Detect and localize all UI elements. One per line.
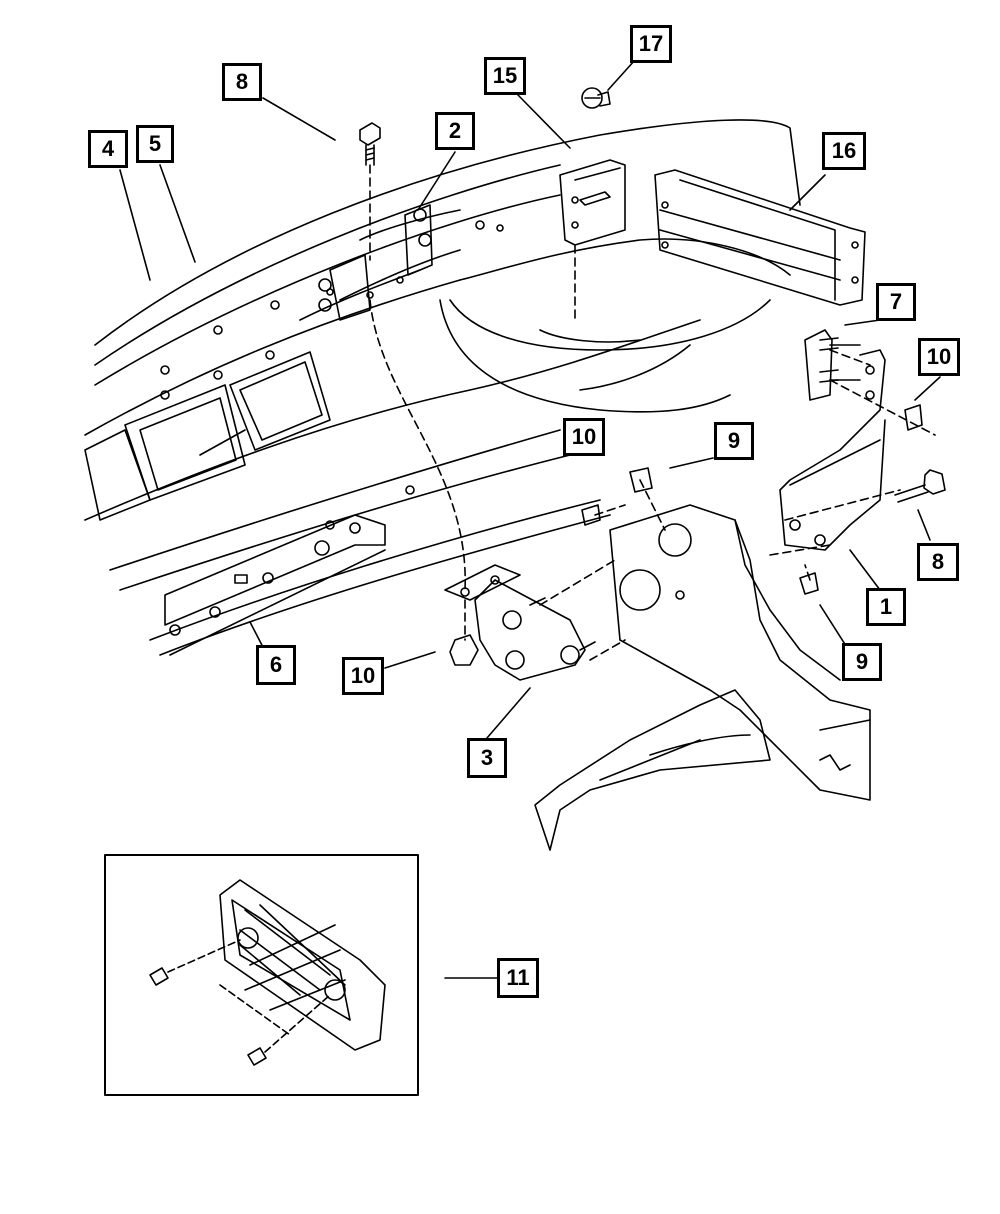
- callout-9-upper: 9: [714, 422, 754, 460]
- inset-box: [104, 854, 501, 1096]
- callout-8-right: 8: [917, 543, 959, 581]
- callout-7: 7: [876, 283, 916, 321]
- bolt-17: [581, 87, 611, 109]
- callout-9-lower: 9: [842, 643, 882, 681]
- callout-3: 3: [467, 738, 507, 778]
- bolt-right: [894, 469, 946, 503]
- assembly-lines: [369, 164, 936, 661]
- mounting-plate: [444, 564, 596, 681]
- callout-2: 2: [435, 112, 475, 150]
- reinforcement-strip: [164, 514, 386, 656]
- callout-15: 15: [484, 57, 526, 95]
- bolt-top: [359, 122, 381, 166]
- callout-5: 5: [136, 125, 174, 163]
- callout-17: 17: [630, 25, 672, 63]
- nut-clip-set: [449, 337, 923, 666]
- upper-bracket-left: [559, 159, 626, 246]
- callout-10-upper: 10: [563, 418, 605, 456]
- callout-6: 6: [256, 645, 296, 685]
- callout-10-right: 10: [918, 338, 960, 376]
- callout-1: 1: [866, 588, 906, 626]
- frame-rail: [534, 504, 871, 851]
- callout-4: 4: [88, 130, 128, 168]
- callout-11: 11: [497, 958, 539, 998]
- callout-10-left: 10: [342, 657, 384, 695]
- callout-16: 16: [822, 132, 866, 170]
- side-bracket: [779, 329, 886, 551]
- bumper-assembly: [84, 119, 801, 656]
- callout-8-top: 8: [222, 63, 262, 101]
- upper-bracket-right: [654, 169, 866, 306]
